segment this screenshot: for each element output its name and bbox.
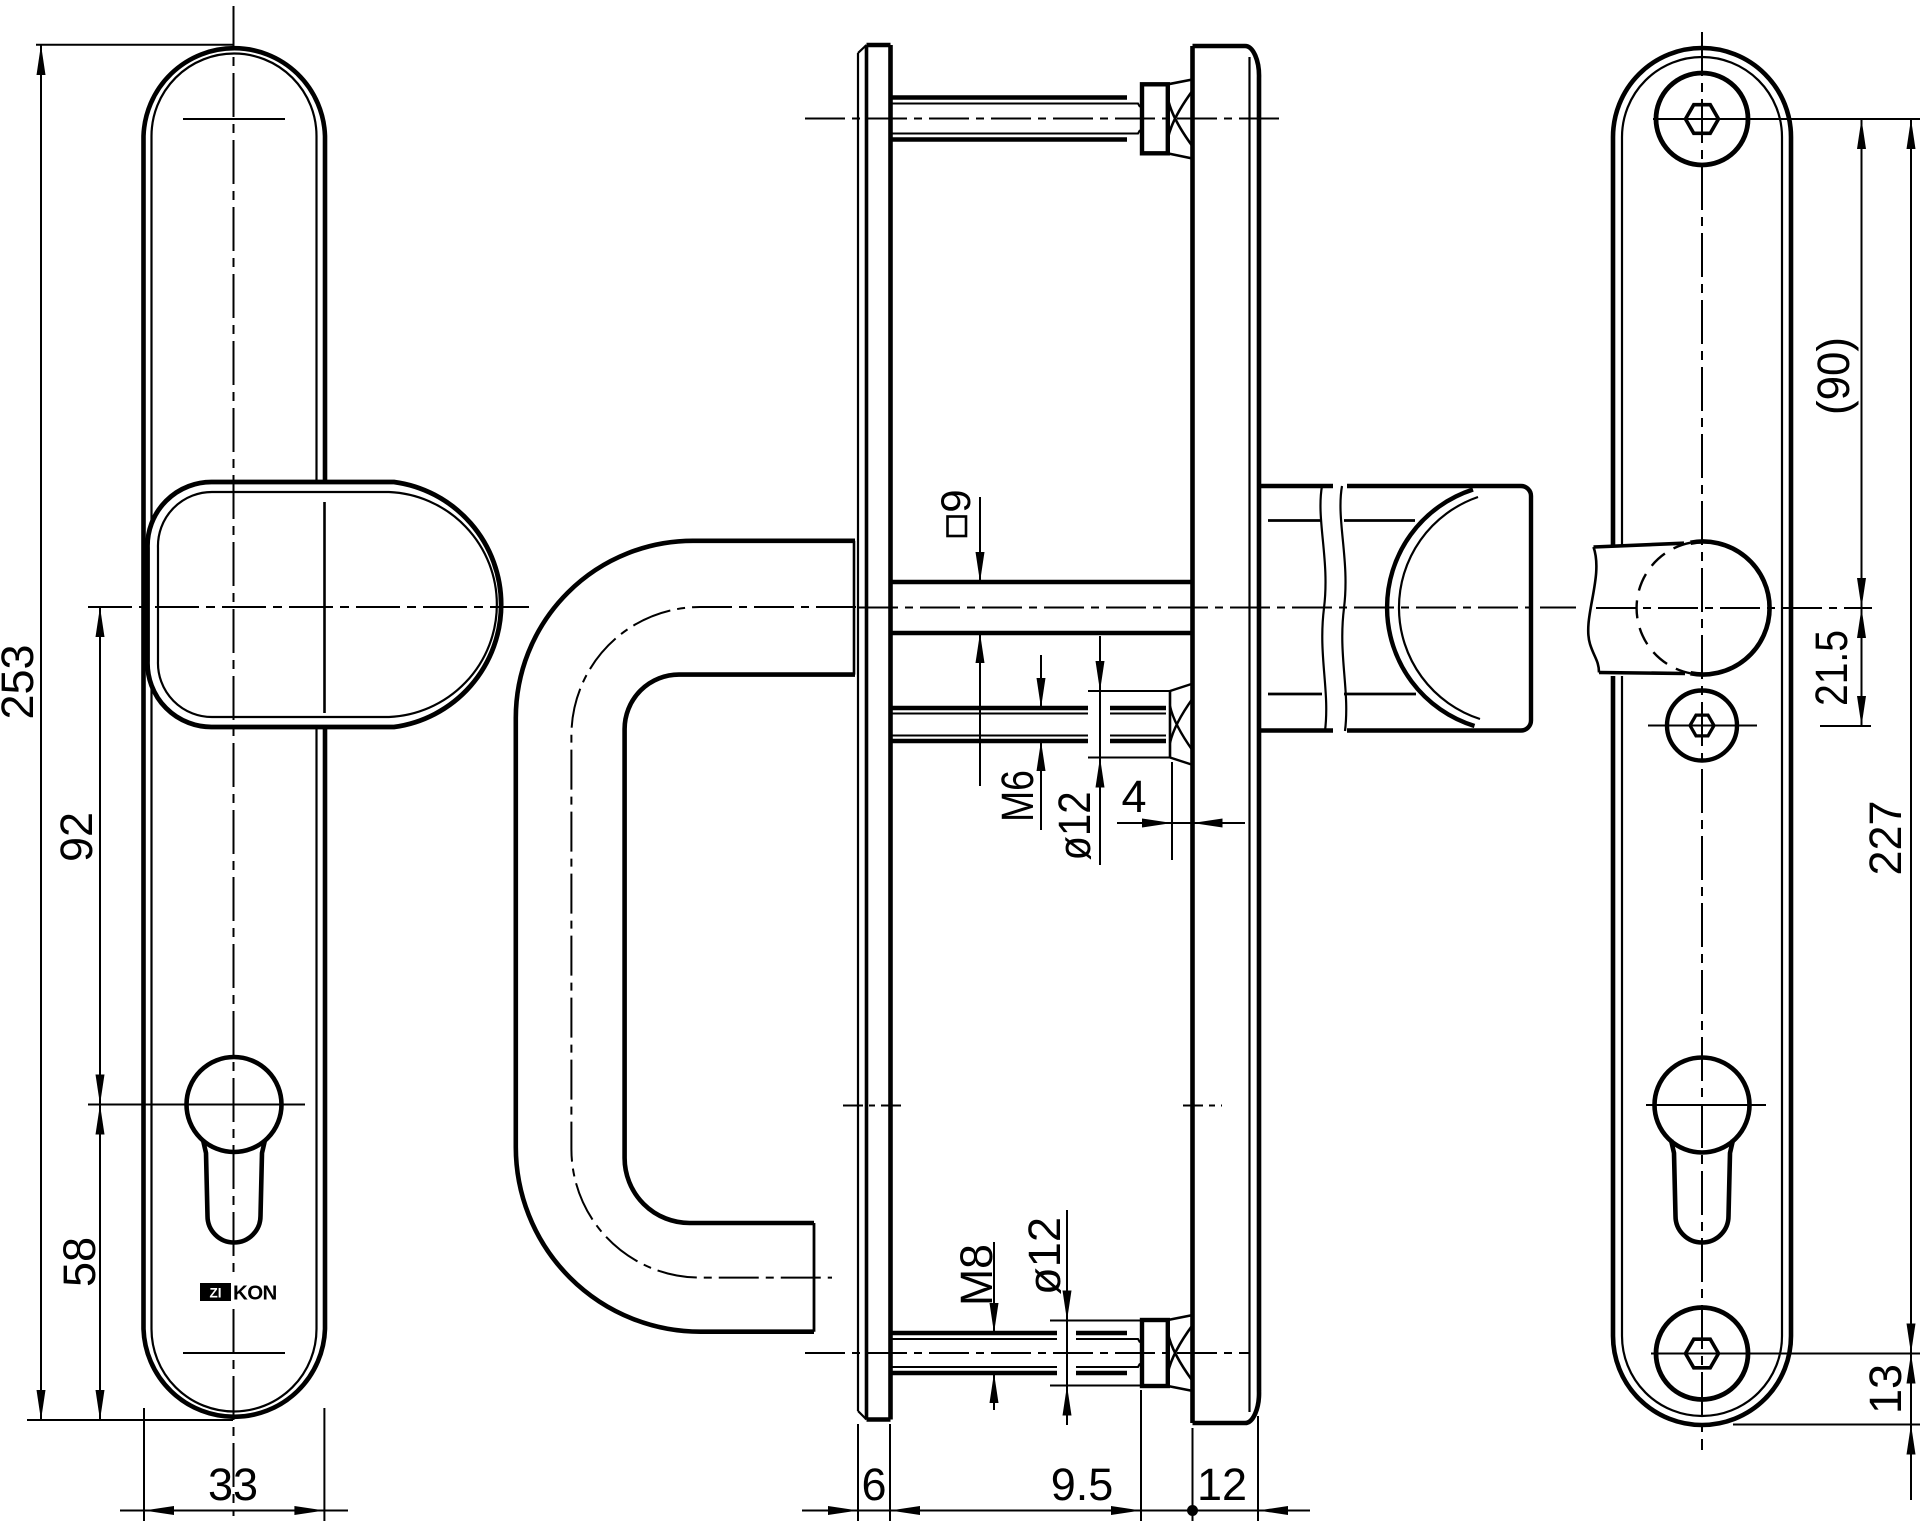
svg-text:9: 9 bbox=[932, 489, 979, 512]
svg-text:253: 253 bbox=[0, 644, 43, 719]
svg-text:ø12: ø12 bbox=[1019, 1217, 1070, 1295]
svg-text:58: 58 bbox=[54, 1237, 105, 1287]
svg-text:21.5: 21.5 bbox=[1806, 630, 1857, 706]
svg-text:KON: KON bbox=[233, 1282, 277, 1305]
svg-text:33: 33 bbox=[208, 1459, 258, 1510]
svg-text:9.5: 9.5 bbox=[1051, 1459, 1114, 1510]
svg-text:ZI: ZI bbox=[210, 1286, 222, 1301]
svg-text:M6: M6 bbox=[992, 770, 1043, 822]
svg-text:12: 12 bbox=[1197, 1459, 1247, 1510]
svg-text:92: 92 bbox=[51, 812, 102, 862]
svg-text:4: 4 bbox=[1121, 771, 1146, 822]
svg-text:6: 6 bbox=[861, 1459, 886, 1510]
svg-text:227: 227 bbox=[1860, 800, 1911, 875]
svg-text:13: 13 bbox=[1860, 1364, 1911, 1414]
svg-text:(90): (90) bbox=[1808, 337, 1859, 415]
svg-text:M8: M8 bbox=[951, 1244, 1002, 1306]
svg-text:ø12: ø12 bbox=[1049, 792, 1100, 861]
